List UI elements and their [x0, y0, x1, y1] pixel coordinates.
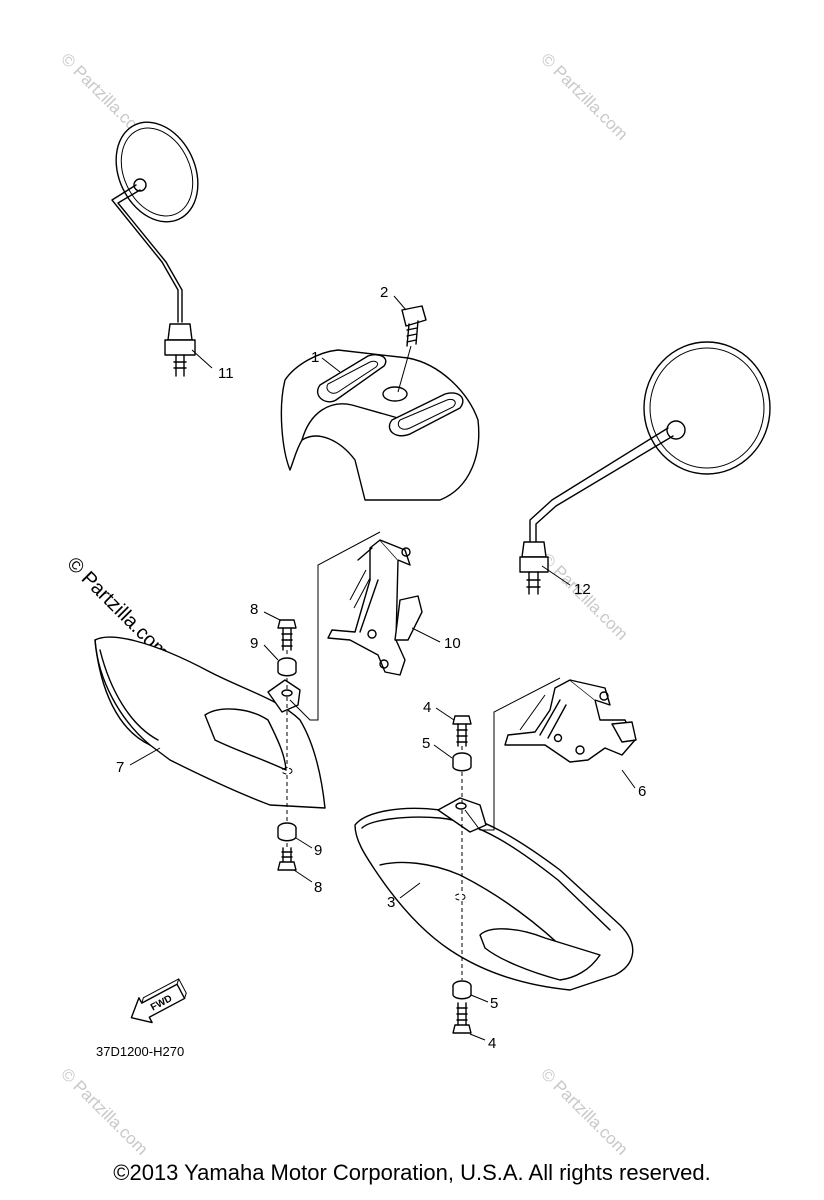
- callout-12: 12: [574, 581, 591, 598]
- callout-10: 10: [444, 635, 461, 652]
- part-1-handlebar-cover: [280, 349, 480, 501]
- callout-8: 8: [314, 879, 322, 896]
- copyright-notice: ©2013 Yamaha Motor Corporation, U.S.A. A…: [113, 1160, 711, 1185]
- callout-4: 4: [423, 699, 431, 716]
- part-4-screw: [452, 1002, 472, 1034]
- part-12-right-mirror: [519, 341, 771, 595]
- callout-2: 2: [380, 284, 388, 301]
- part-8-screw: [277, 847, 297, 871]
- callout-5: 5: [422, 735, 430, 752]
- callout-1: 1: [311, 349, 319, 366]
- watermark: © Partzilla.com: [537, 49, 631, 143]
- part-9-grommet: [277, 657, 297, 677]
- part-5-grommet: [452, 752, 472, 772]
- fwd-arrow-icon: FWD: [130, 978, 187, 1024]
- callout-6: 6: [638, 783, 646, 800]
- part-9-grommet: [277, 822, 297, 842]
- leader-lines: [129, 295, 636, 1041]
- callout-9: 9: [314, 842, 322, 859]
- watermark: © Partzilla.com: [537, 1064, 631, 1158]
- diagram-code: 37D1200-H270: [96, 1044, 184, 1059]
- callout-5: 5: [490, 995, 498, 1012]
- part-2-screw: [397, 305, 427, 393]
- watermark: © Partzilla.com: [57, 1064, 151, 1158]
- part-4-screw: [452, 715, 472, 747]
- assembly-lines: [286, 531, 561, 980]
- callout-7: 7: [116, 759, 124, 776]
- part-11-left-mirror: [111, 121, 199, 377]
- part-5-grommet: [452, 980, 472, 1000]
- part-8-screw: [277, 619, 297, 651]
- callouts: 1 2 3 4 4 5 5 6 7 8 8 9 9 10 11 12: [116, 284, 646, 1052]
- part-3-right-cover: [354, 797, 634, 991]
- callout-8: 8: [250, 601, 258, 618]
- callout-4: 4: [488, 1035, 496, 1052]
- watermarks: © Partzilla.com © Partzilla.com © Partzi…: [57, 49, 631, 1158]
- part-10-bracket: [327, 539, 423, 676]
- part-6-bracket: [504, 679, 637, 763]
- part-7-left-cover: [94, 636, 326, 809]
- callout-3: 3: [387, 894, 395, 911]
- callout-11: 11: [218, 365, 234, 382]
- callout-9: 9: [250, 635, 258, 652]
